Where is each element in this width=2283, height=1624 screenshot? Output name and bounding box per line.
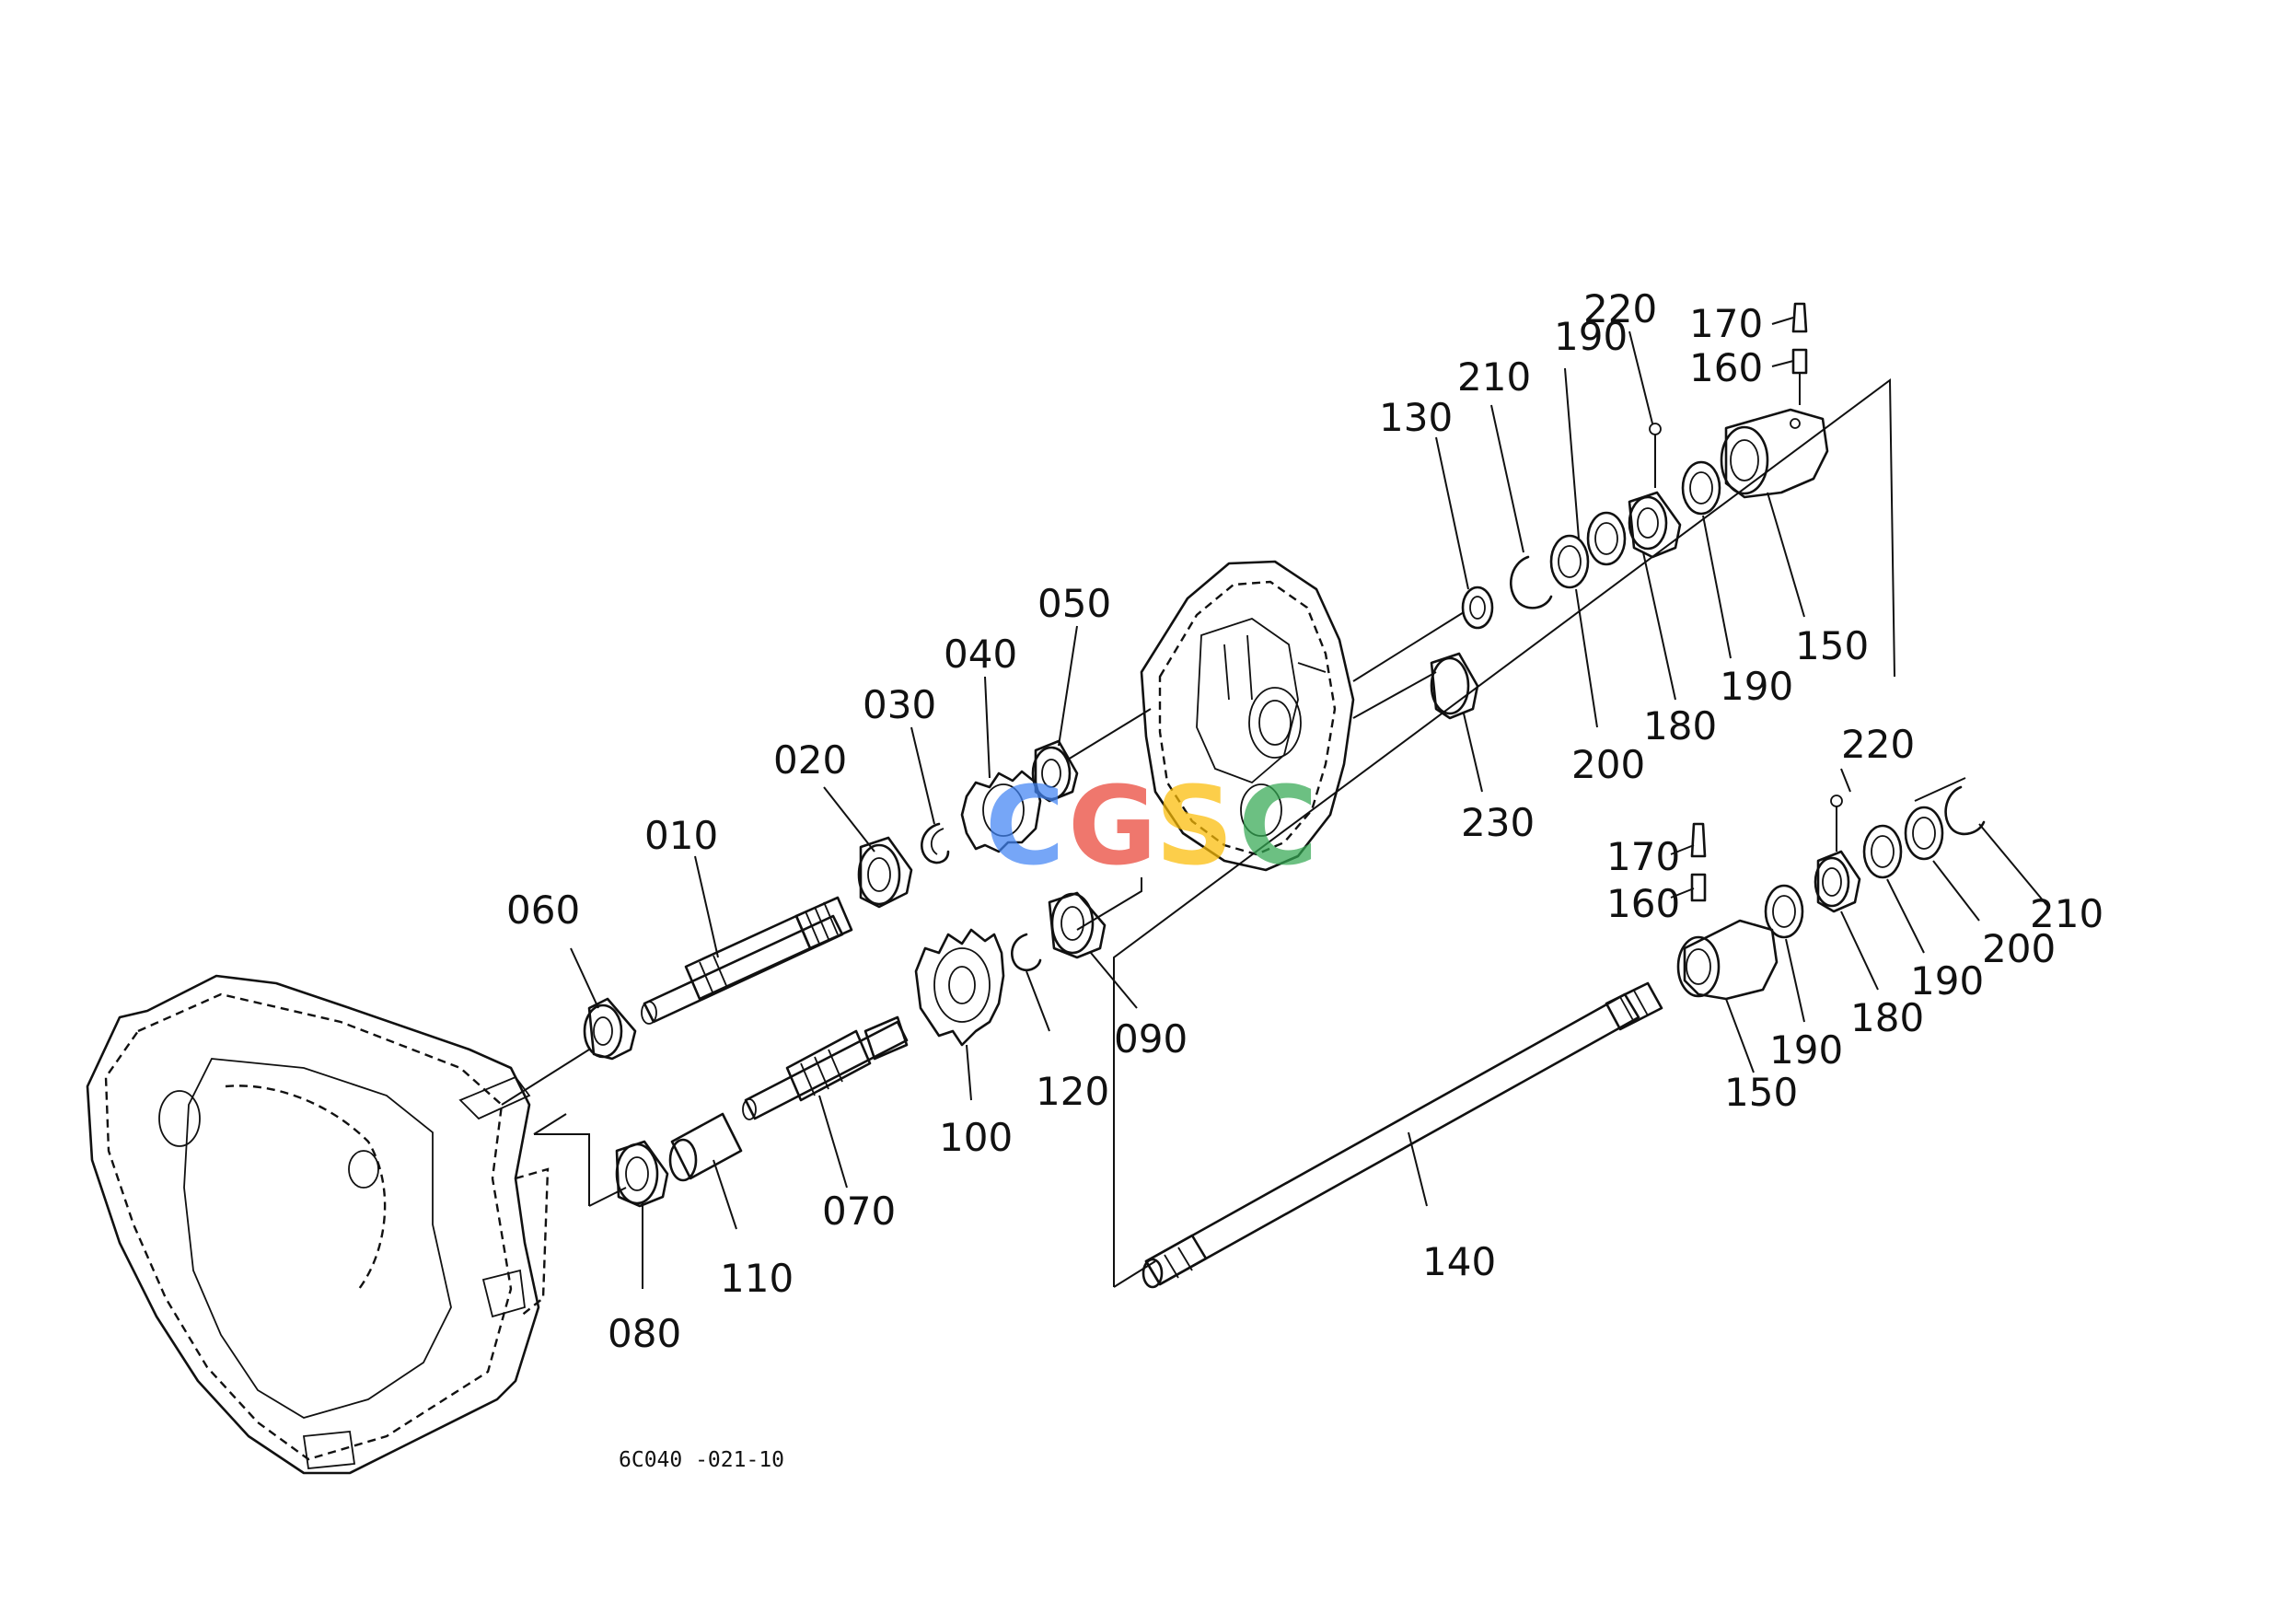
callout-210-lower: 210 bbox=[2030, 891, 2103, 936]
sleeve-110 bbox=[668, 1112, 743, 1182]
callout-040: 040 bbox=[944, 632, 1017, 677]
callout-160-lower: 160 bbox=[1606, 881, 1680, 926]
transmission-case bbox=[1140, 560, 1355, 872]
input-shaft-010 bbox=[641, 896, 853, 1025]
watermark: C G S C bbox=[985, 762, 1318, 889]
watermark-letter-s: S bbox=[1155, 762, 1234, 889]
gear-100 bbox=[914, 928, 1005, 1047]
callout-170-upper: 170 bbox=[1689, 301, 1763, 346]
callout-130: 130 bbox=[1379, 395, 1453, 440]
callout-labels: 010 020 030 040 050 060 070 080 090 100 … bbox=[506, 286, 2103, 1356]
callout-210-upper: 210 bbox=[1457, 354, 1531, 400]
bearing-020 bbox=[857, 836, 913, 909]
callout-090: 090 bbox=[1114, 1016, 1188, 1061]
callout-120: 120 bbox=[1036, 1069, 1109, 1114]
snap-ring-120 bbox=[1010, 933, 1042, 971]
callout-230: 230 bbox=[1461, 800, 1535, 845]
callout-180-upper: 180 bbox=[1643, 703, 1717, 748]
callout-080: 080 bbox=[608, 1311, 681, 1356]
callout-150-lower: 150 bbox=[1724, 1070, 1798, 1115]
callout-170-lower: 170 bbox=[1606, 834, 1680, 879]
callout-190-upper-a: 190 bbox=[1554, 314, 1628, 359]
callout-050: 050 bbox=[1037, 581, 1111, 626]
callout-220-upper: 220 bbox=[1583, 286, 1657, 331]
bearing-090 bbox=[1048, 891, 1107, 959]
watermark-letter-g: G bbox=[1068, 762, 1157, 889]
clutch-housing bbox=[86, 974, 550, 1475]
callout-200-lower: 200 bbox=[1982, 926, 2056, 971]
leader-lines bbox=[570, 317, 2049, 1289]
callout-160-upper: 160 bbox=[1689, 345, 1763, 390]
seal-230 bbox=[1430, 652, 1479, 720]
callout-190-lower-b: 190 bbox=[1910, 958, 1984, 1003]
long-shaft-140 bbox=[1142, 981, 1663, 1289]
callout-190-upper-b: 190 bbox=[1720, 664, 1793, 709]
watermark-letter-c2: C bbox=[1238, 762, 1318, 889]
lower-clutch-group bbox=[1676, 785, 1986, 1001]
callout-010: 010 bbox=[644, 813, 718, 858]
gear-040 bbox=[960, 770, 1042, 853]
callout-150-upper: 150 bbox=[1795, 623, 1869, 668]
callout-070: 070 bbox=[822, 1189, 896, 1234]
upper-clutch-group bbox=[1461, 302, 1829, 630]
callout-180-lower: 180 bbox=[1850, 995, 1924, 1040]
callout-100: 100 bbox=[939, 1115, 1013, 1160]
callout-060: 060 bbox=[506, 887, 580, 933]
snap-ring-030 bbox=[921, 822, 950, 864]
bearing-080 bbox=[615, 1140, 669, 1208]
bearing-060 bbox=[583, 997, 637, 1061]
callout-190-lower-a: 190 bbox=[1769, 1027, 1843, 1073]
watermark-letter-c1: C bbox=[985, 762, 1065, 889]
callout-200-upper: 200 bbox=[1571, 742, 1645, 787]
callout-030: 030 bbox=[863, 682, 936, 727]
assembly-lines bbox=[501, 378, 1966, 1288]
callout-020: 020 bbox=[773, 737, 847, 783]
callout-110: 110 bbox=[720, 1256, 794, 1301]
callout-140: 140 bbox=[1422, 1239, 1496, 1284]
shaft-070 bbox=[742, 1015, 909, 1120]
diagram-code: 6C040 -021-10 bbox=[619, 1448, 784, 1472]
callout-220-lower: 220 bbox=[1841, 722, 1915, 767]
